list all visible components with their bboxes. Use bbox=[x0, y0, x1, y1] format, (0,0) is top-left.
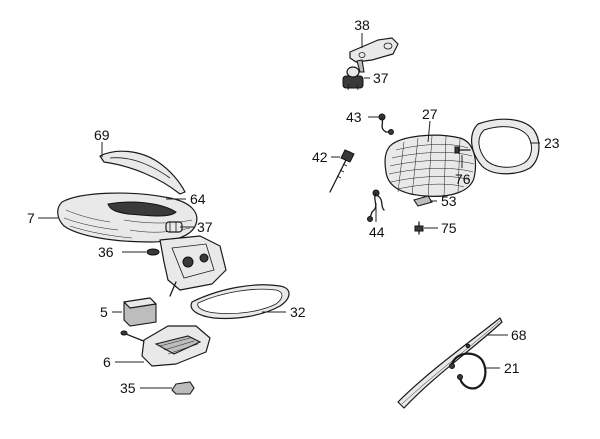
part-7-tail-lamp-body bbox=[57, 192, 198, 243]
callout-36: 36 bbox=[98, 244, 114, 260]
callout-32: 32 bbox=[290, 304, 306, 320]
callout-27: 27 bbox=[422, 106, 438, 122]
part-6-housing bbox=[141, 325, 211, 367]
callout-35: 35 bbox=[120, 380, 136, 396]
callout-42: 42 bbox=[312, 149, 328, 165]
lamp-bracket-assembly bbox=[159, 235, 227, 297]
part-53-clip bbox=[413, 195, 433, 207]
part-27-headlamp-lens bbox=[384, 134, 477, 198]
callout-76: 76 bbox=[455, 171, 471, 187]
part-69-cover bbox=[99, 150, 186, 195]
callout-5: 5 bbox=[100, 304, 108, 320]
part-42-adjusting-screw bbox=[329, 149, 355, 193]
callout-6: 6 bbox=[103, 354, 111, 370]
callout-75: 75 bbox=[441, 220, 457, 236]
callout-69: 69 bbox=[94, 127, 110, 143]
leader-lines bbox=[38, 33, 540, 389]
callout-37-lower: 37 bbox=[197, 219, 213, 235]
part-35-connector bbox=[171, 381, 195, 395]
part-68-trim-strip bbox=[397, 317, 503, 409]
callout-53: 53 bbox=[441, 193, 457, 209]
part-36-grommet bbox=[146, 248, 160, 256]
part-37-bulb-holder-top bbox=[342, 66, 364, 91]
part-75-screw bbox=[414, 221, 424, 235]
callout-21: 21 bbox=[504, 360, 520, 376]
part-76-screw bbox=[454, 146, 471, 154]
part-5-lamp-block bbox=[123, 297, 157, 327]
callout-38: 38 bbox=[354, 17, 370, 33]
part-32-plate bbox=[190, 284, 290, 320]
callout-7: 7 bbox=[27, 210, 35, 226]
part-21-clamp-ring bbox=[449, 352, 487, 390]
callout-64: 64 bbox=[190, 191, 206, 207]
part-37-bulb-lower bbox=[165, 221, 183, 233]
callout-labels: 38 37 43 27 23 42 76 53 44 75 69 64 7 37… bbox=[27, 17, 560, 396]
callout-44: 44 bbox=[369, 224, 385, 240]
part-23-headlamp-rim bbox=[471, 118, 540, 175]
part-43-wire-connector bbox=[378, 113, 394, 135]
part-38-bracket bbox=[349, 37, 399, 73]
callout-37-top: 37 bbox=[373, 70, 389, 86]
callout-43: 43 bbox=[346, 109, 362, 125]
callout-68: 68 bbox=[511, 327, 527, 343]
screw-near-part-5 bbox=[120, 330, 147, 343]
callout-23: 23 bbox=[544, 135, 560, 151]
